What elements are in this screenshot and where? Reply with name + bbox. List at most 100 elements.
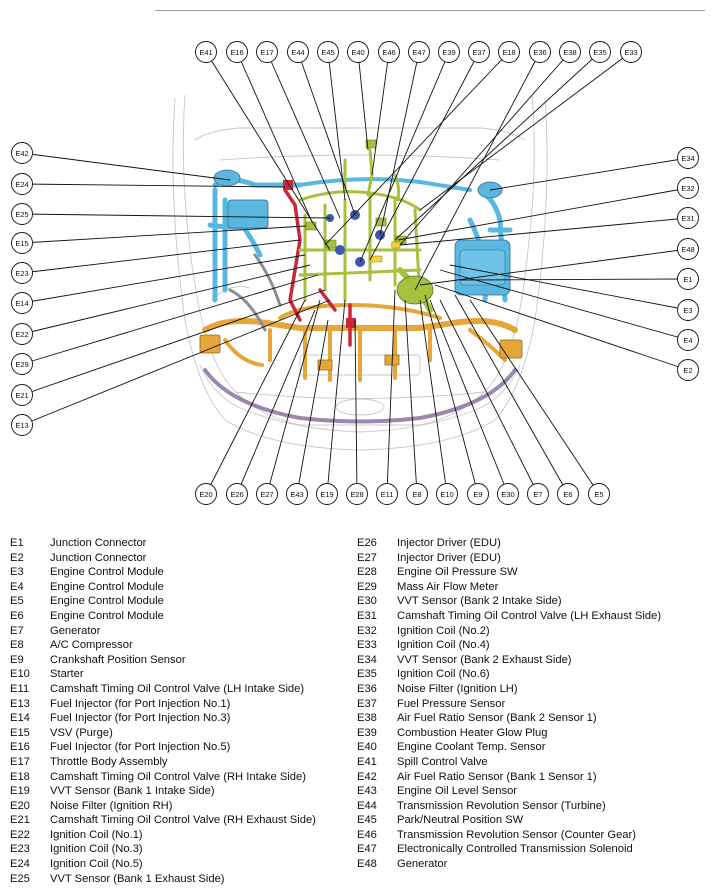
callout-circle: [11, 353, 33, 375]
leader-line: [394, 51, 601, 241]
callout-circle: [11, 262, 33, 284]
callout-label: E11: [381, 490, 394, 499]
leader-line: [21, 183, 286, 188]
callout-label: E44: [291, 48, 304, 57]
callout-label: E33: [624, 48, 637, 57]
legend-code: E2: [10, 551, 24, 564]
legend-description: Throttle Body Assembly: [50, 755, 168, 768]
legend-description: Electronically Controlled Transmission S…: [397, 843, 633, 856]
callout-label: E22: [15, 330, 28, 339]
legend-description: A/C Compressor: [50, 639, 133, 652]
legend-description: Engine Oil Pressure SW: [397, 566, 518, 579]
callout-marker: E26: [226, 483, 248, 505]
leader-line: [326, 299, 346, 495]
callout-circle: [287, 41, 309, 63]
leader-line: [236, 51, 313, 223]
legend-code: E30: [357, 595, 377, 608]
callout-label: E24: [15, 180, 28, 189]
callout-marker: E28: [346, 483, 368, 505]
legend-code: E41: [357, 755, 377, 768]
legend-description: Engine Control Module: [50, 566, 164, 579]
legend-code: E32: [357, 624, 377, 637]
callout-circle: [286, 483, 308, 505]
callout-label: E16: [230, 48, 243, 57]
callout-label: E27: [260, 490, 273, 499]
callout-label: E18: [502, 48, 515, 57]
callout-label: E31: [681, 214, 694, 223]
callout-marker: E8: [406, 483, 428, 505]
callout-label: E39: [442, 48, 455, 57]
leader-line: [21, 239, 301, 274]
legend-description: Transmission Revolution Sensor (Turbine): [397, 799, 606, 812]
legend-code: E27: [357, 551, 377, 564]
leader-line: [424, 294, 479, 495]
callout-label: E6: [563, 490, 572, 499]
callout-label: E1: [683, 275, 692, 284]
callout-marker: E3: [677, 299, 699, 321]
callout-marker: E5: [588, 483, 610, 505]
legend-description: Engine Oil Level Sensor: [397, 785, 518, 798]
callout-marker: E18: [498, 41, 520, 63]
header-rule: [155, 10, 705, 11]
callout-label: E7: [533, 490, 542, 499]
legend-description: Injector Driver (EDU): [397, 551, 501, 564]
callout-circle: [11, 142, 33, 164]
callout-label: E47: [412, 48, 425, 57]
callout-label: E19: [320, 490, 333, 499]
callout-marker: E31: [677, 207, 699, 229]
callout-marker: E29: [11, 353, 33, 375]
callout-circle: [317, 41, 339, 63]
callout-label: E3: [683, 306, 692, 315]
leader-line: [21, 289, 326, 396]
callout-marker: E20: [195, 483, 217, 505]
callout-marker: E34: [677, 147, 699, 169]
callout-circle: [195, 41, 217, 63]
legend-code: E19: [10, 785, 30, 798]
leader-line: [327, 51, 346, 201]
legend-description: Ignition Coil (No.3): [50, 843, 143, 856]
legend-code: E22: [10, 828, 30, 841]
callout-marker: E42: [11, 142, 33, 164]
callout-label: E37: [472, 48, 485, 57]
callout-marker: E13: [11, 414, 33, 436]
callout-marker: E7: [527, 483, 549, 505]
callout-label: E28: [350, 490, 363, 499]
legend-description: Ignition Coil (No.2): [397, 624, 490, 637]
leader-line: [429, 299, 509, 495]
leader-line: [419, 248, 689, 286]
callout-circle: [256, 483, 278, 505]
callout-circle: [677, 299, 699, 321]
callout-circle: [677, 359, 699, 381]
legend-row: E27 Injector Driver (EDU): [357, 551, 707, 566]
callout-marker: E32: [677, 177, 699, 199]
legend-code: E3: [10, 566, 24, 579]
callout-marker: E30: [497, 483, 519, 505]
harness-purple: [203, 368, 517, 424]
legend-row: E3 Engine Control Module: [10, 565, 350, 580]
leader-line: [371, 51, 390, 176]
callout-circle: [195, 483, 217, 505]
callout-marker: E23: [11, 262, 33, 284]
callout-label: E30: [501, 490, 514, 499]
callout-circle: [226, 41, 248, 63]
legend-code: E36: [357, 682, 377, 695]
callout-circle: [347, 41, 369, 63]
legend-description: Camshaft Timing Oil Control Valve (RH In…: [50, 770, 306, 783]
leader-line: [386, 289, 396, 495]
leader-lines: [21, 51, 689, 495]
legend-code: E8: [10, 639, 24, 652]
